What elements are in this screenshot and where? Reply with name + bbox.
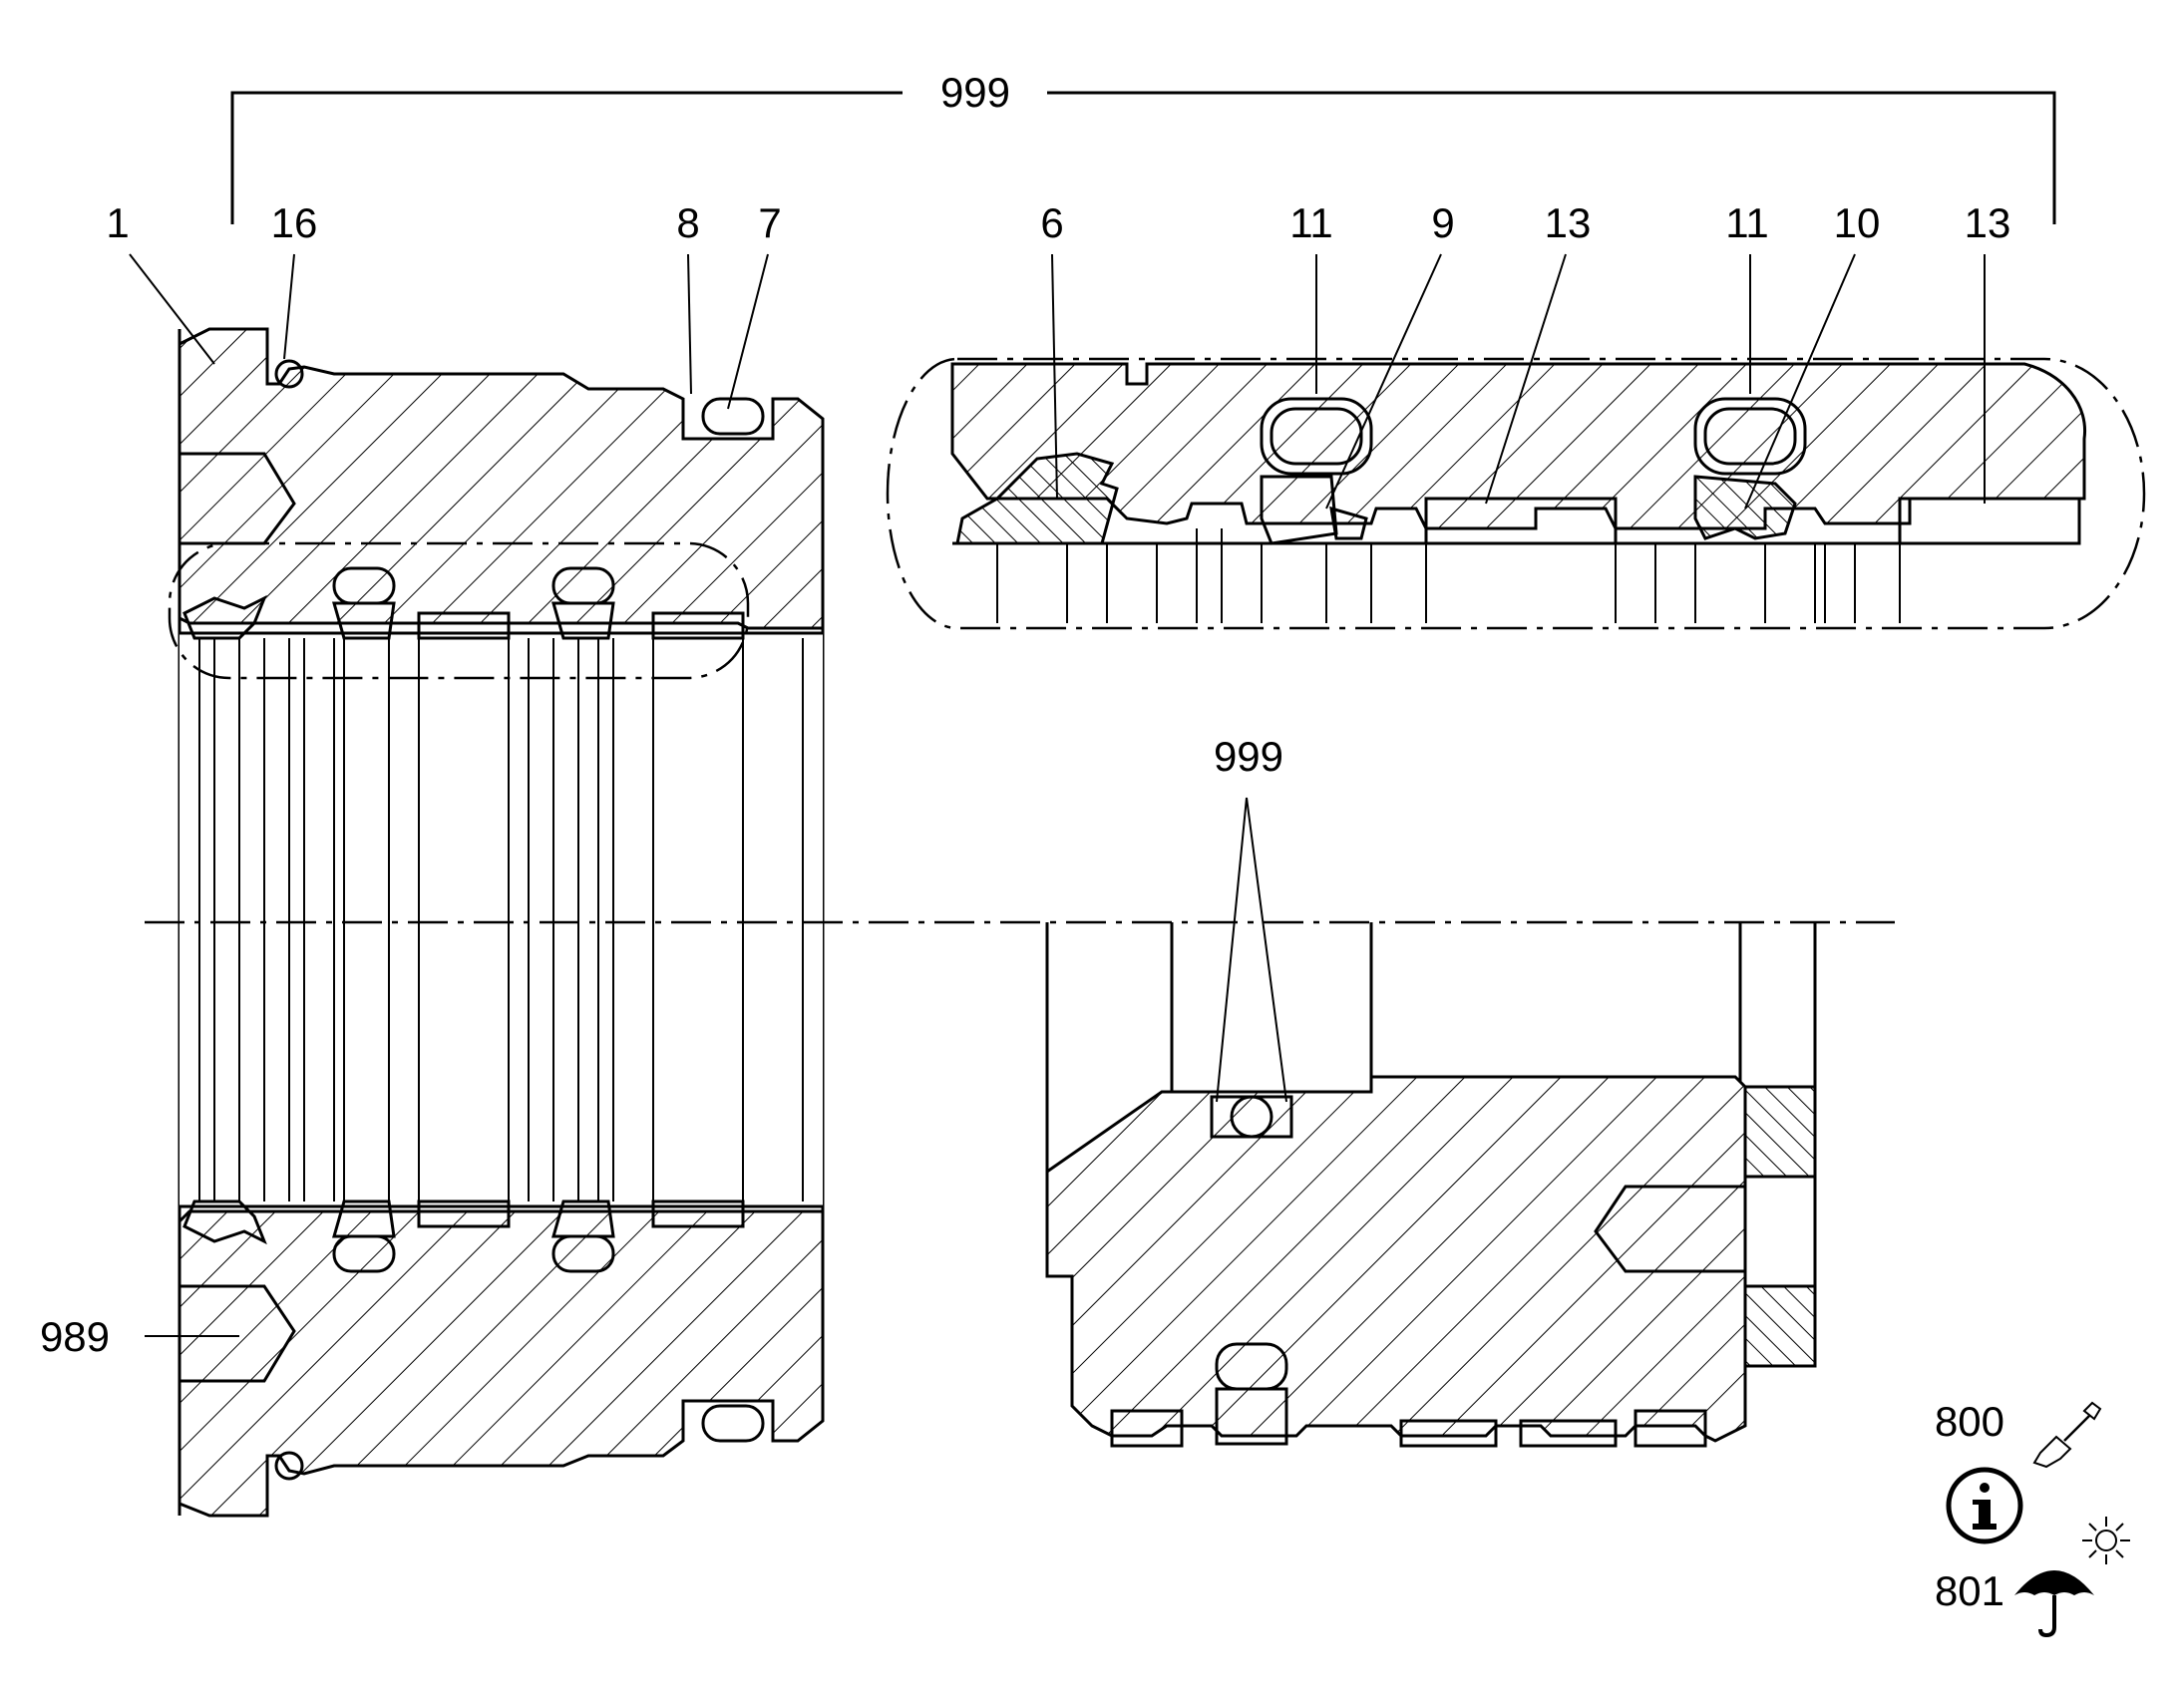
label-999-mid: 999 xyxy=(1214,733,1283,780)
label-801: 801 xyxy=(1935,1567,2004,1614)
sun-icon xyxy=(2082,1517,2130,1564)
label-11-a: 11 xyxy=(1289,199,1333,246)
dimension-bracket-top xyxy=(230,91,2056,224)
label-800: 800 xyxy=(1935,1398,2004,1445)
label-8: 8 xyxy=(676,199,699,246)
detail-view xyxy=(886,357,2146,630)
label-9: 9 xyxy=(1431,199,1454,246)
label-1: 1 xyxy=(106,199,129,246)
piston-section xyxy=(1045,922,1817,1448)
leader-lines xyxy=(129,253,1986,1337)
label-7: 7 xyxy=(758,199,781,246)
label-999-top: 999 xyxy=(940,69,1010,116)
label-989: 989 xyxy=(40,1313,110,1360)
label-13-a: 13 xyxy=(1545,199,1592,246)
label-6: 6 xyxy=(1040,199,1063,246)
label-10: 10 xyxy=(1834,199,1881,246)
label-16: 16 xyxy=(271,199,318,246)
left-housing-section xyxy=(168,327,825,1518)
umbrella-icon xyxy=(2014,1570,2094,1638)
brush-icon xyxy=(2032,1401,2102,1469)
part-labels: 999 1 16 8 7 6 11 9 13 11 10 13 999 989 … xyxy=(40,69,2010,1614)
label-11-b: 11 xyxy=(1725,199,1769,246)
info-icon xyxy=(1946,1467,2023,1544)
label-13-b: 13 xyxy=(1965,199,2011,246)
